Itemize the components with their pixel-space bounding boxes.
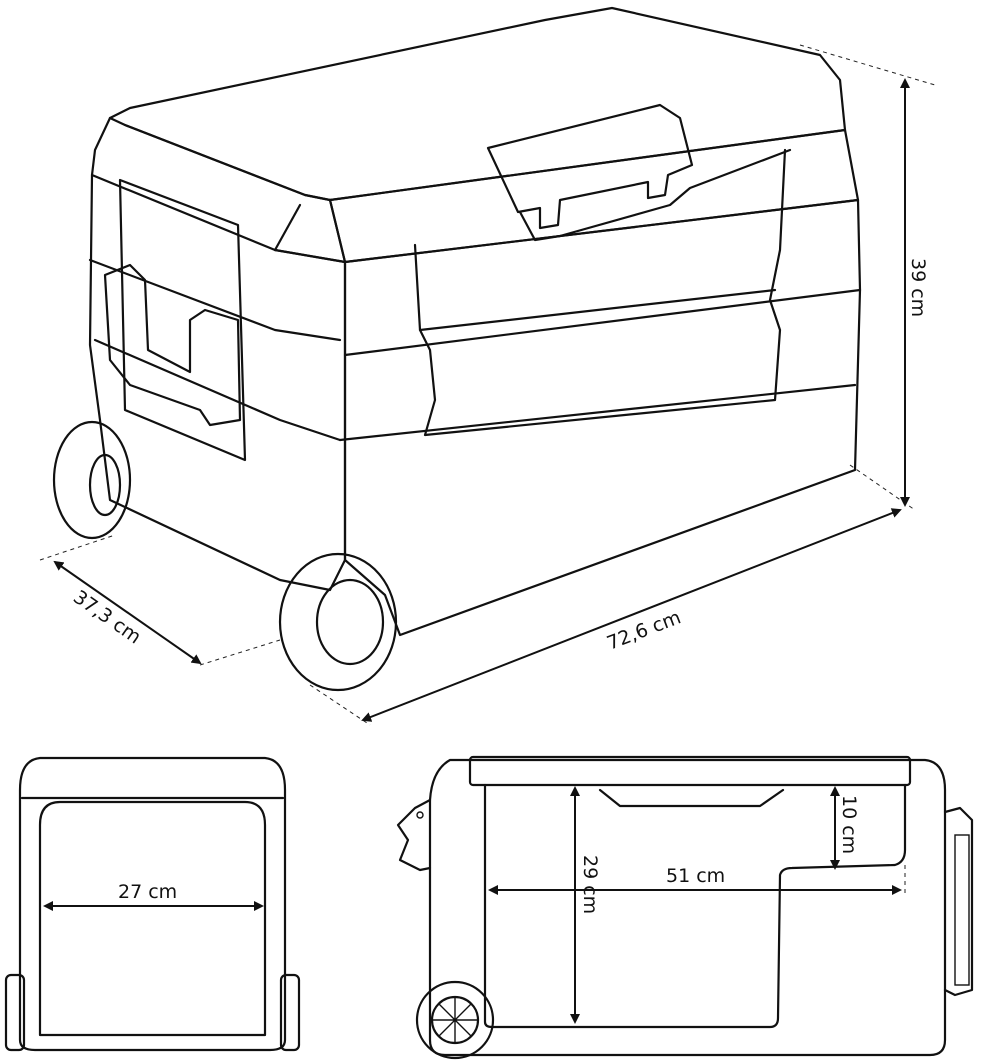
wheel-rear bbox=[52, 420, 132, 540]
lid-side bbox=[90, 116, 347, 264]
body-side bbox=[88, 173, 347, 592]
inner-compartment bbox=[483, 783, 907, 1029]
side-view: 27 cm bbox=[4, 756, 301, 1052]
inner-width-label: 27 cm bbox=[118, 881, 177, 903]
inner-panel bbox=[38, 800, 267, 1037]
step-height-label: 10 cm bbox=[838, 795, 860, 854]
inner-length-label: 51 cm bbox=[666, 865, 725, 887]
lid-front bbox=[328, 128, 860, 264]
section-view: 29 cm 51 cm 10 cm bbox=[396, 755, 974, 1060]
length-label: 72,6 cm bbox=[604, 606, 684, 654]
lid bbox=[468, 755, 912, 787]
side-panel bbox=[118, 178, 247, 462]
inner-height-label: 29 cm bbox=[579, 855, 601, 914]
side-handle bbox=[103, 263, 242, 427]
lid-handle bbox=[486, 103, 694, 230]
isometric-view: 39 cm 37,3 cm 72,6 cm bbox=[39, 6, 936, 726]
height-label: 39 cm bbox=[907, 258, 929, 317]
wheel bbox=[415, 980, 495, 1060]
